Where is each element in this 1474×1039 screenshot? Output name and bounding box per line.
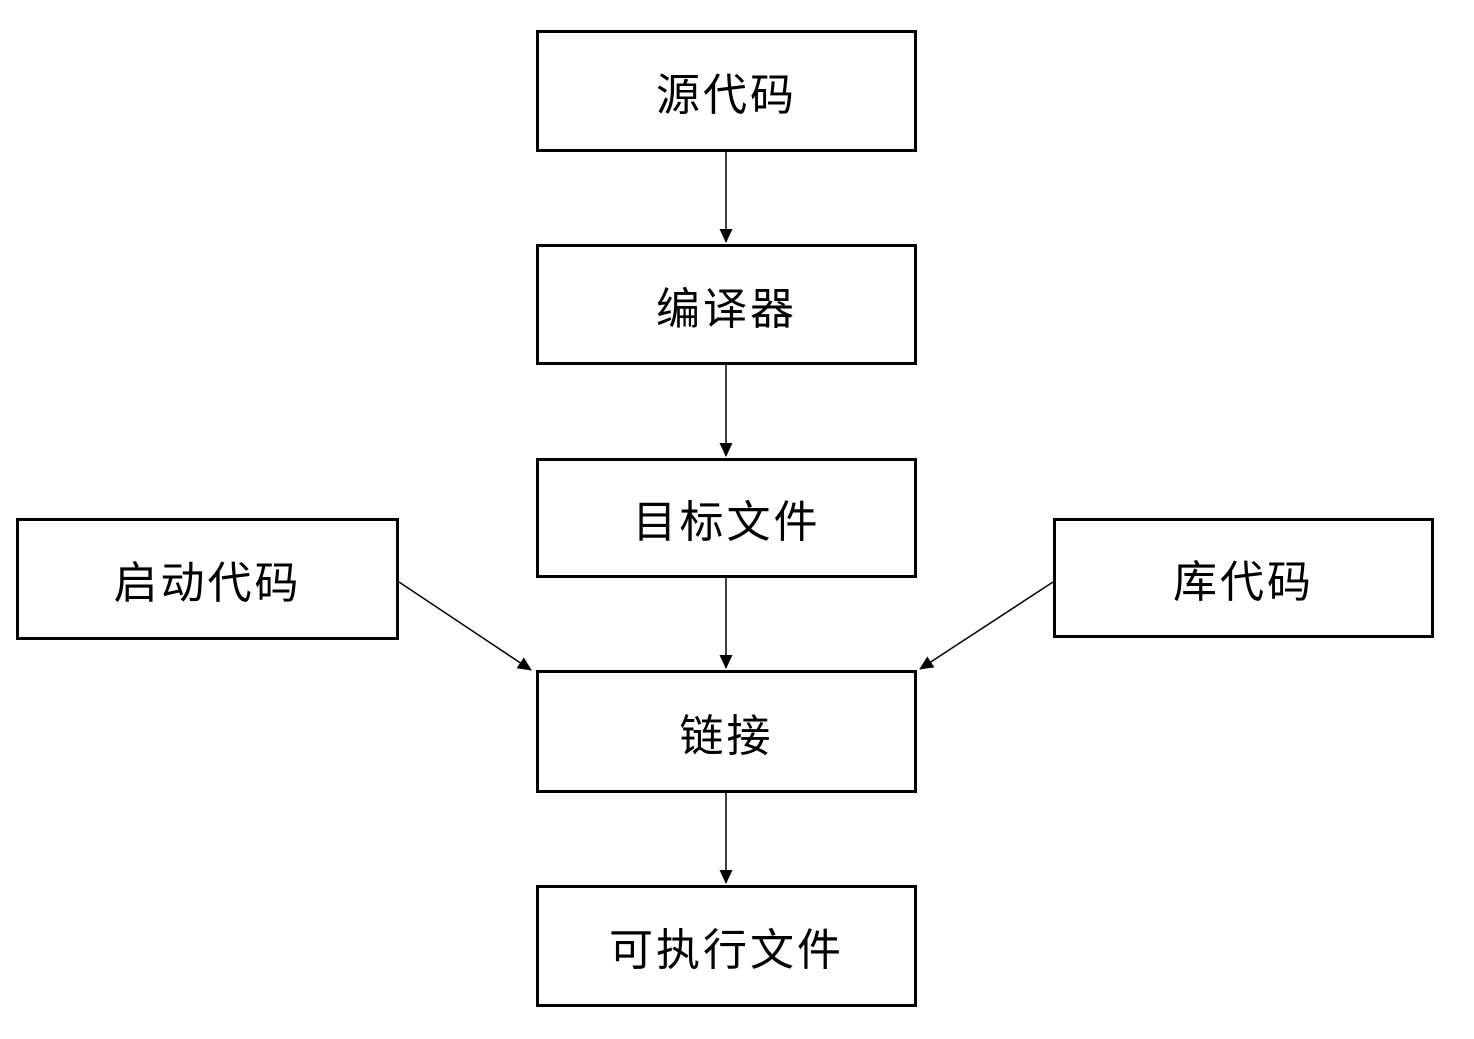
node-compiler-label: 编译器 (656, 284, 797, 334)
node-library-code-label: 库代码 (1173, 558, 1314, 607)
node-library-code: 库代码 (1053, 518, 1434, 638)
node-compiler: 编译器 (536, 244, 917, 365)
node-startup-code-label: 启动代码 (113, 559, 302, 608)
edge-library-to-link (919, 581, 1054, 670)
node-startup-code: 启动代码 (16, 518, 399, 640)
node-executable-file-label: 可执行文件 (609, 926, 844, 975)
node-link-label: 链接 (679, 711, 774, 761)
edge-startup-to-link (398, 581, 532, 671)
node-object-file-label: 目标文件 (632, 498, 821, 547)
node-source-code-label: 源代码 (656, 71, 797, 120)
node-source-code: 源代码 (536, 30, 917, 152)
node-link: 链接 (536, 670, 917, 793)
node-object-file: 目标文件 (536, 458, 917, 578)
node-executable-file: 可执行文件 (536, 885, 917, 1007)
